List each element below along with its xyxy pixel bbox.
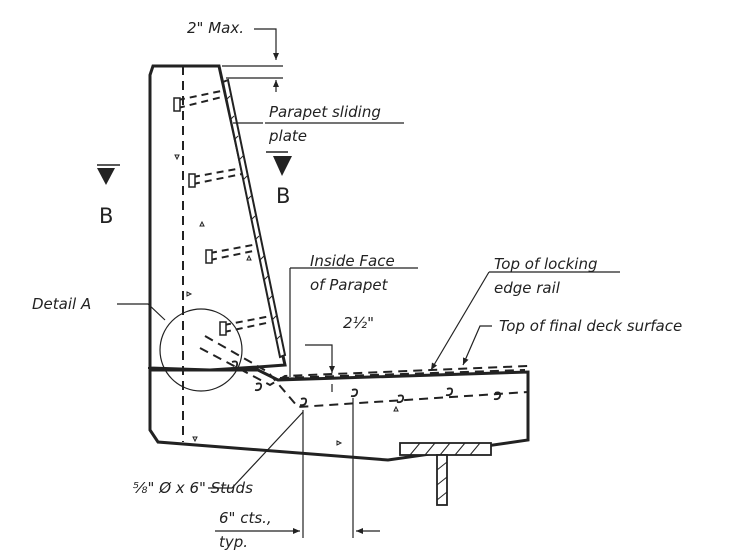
label-sliding-plate-2: plate	[268, 127, 307, 145]
detail-a-circle	[159, 308, 243, 392]
label-studs-fraction: ⅝"	[133, 479, 154, 497]
label-detail-a: Detail A	[32, 295, 91, 313]
label-section-b-right: B	[276, 184, 290, 208]
label-studs-rest: Ø x 6" Studs	[154, 479, 253, 497]
label-cts-1: 6" cts.,	[219, 509, 272, 527]
reinforcement-lines	[182, 66, 529, 442]
label-final-deck: Top of final deck surface	[499, 317, 682, 335]
deck-studs	[230, 360, 502, 407]
parapet-anchors	[177, 89, 272, 333]
leaders	[117, 28, 620, 538]
sliding-plate	[221, 78, 287, 359]
section-markers	[97, 151, 292, 185]
label-2in-max: 2" Max.	[187, 19, 244, 37]
label-locking-rail-2: edge rail	[494, 279, 561, 297]
label-section-b-left: B	[99, 204, 113, 228]
concrete-aggregate	[174, 154, 399, 446]
steel-beam	[399, 442, 492, 506]
anchor-heads	[173, 97, 227, 336]
label-cts-2: typ.	[219, 533, 248, 551]
label-locking-rail-1: Top of locking	[494, 255, 597, 273]
label-inside-face-1: Inside Face	[310, 252, 395, 270]
label-2half: 2½"	[343, 314, 374, 332]
label-studs: ⅝" Ø x 6" Studs	[133, 479, 253, 497]
annotations: 2" Max. Parapet sliding plate B B Inside…	[32, 19, 682, 551]
label-inside-face-2: of Parapet	[310, 276, 389, 294]
label-sliding-plate-1: Parapet sliding	[269, 103, 381, 121]
